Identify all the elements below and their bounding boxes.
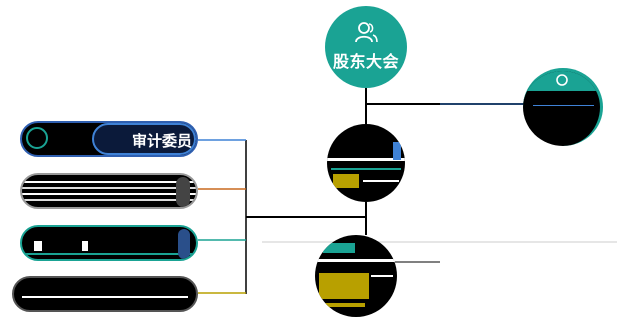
board-node (523, 68, 603, 146)
committee-node-4 (12, 276, 198, 312)
middle-node (327, 124, 405, 202)
committee-mark (26, 127, 48, 149)
committee-node-3 (20, 225, 198, 261)
shareholders-meeting-node: 股东大会 (325, 6, 407, 88)
board-node-cap (523, 71, 600, 91)
users-icon (355, 22, 378, 43)
shareholders-meeting-label: 股东大会 (332, 52, 399, 71)
audit-committee-label: 审计委员 (131, 132, 192, 150)
user-icon (556, 74, 568, 86)
audit-committee-inner (92, 123, 196, 155)
bottom-node (315, 235, 397, 317)
audit-committee-node: 审计委员 (20, 121, 198, 157)
committee-node-2 (20, 173, 198, 209)
